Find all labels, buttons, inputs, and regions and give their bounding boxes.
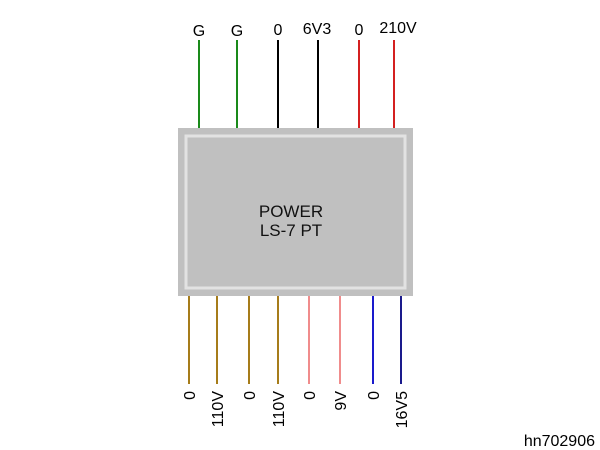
top-leads <box>198 40 395 128</box>
transformer-model: LS-7 PT <box>260 221 322 240</box>
top-lead-label: 210V <box>379 20 417 37</box>
bottom-lead-label: 9V <box>333 391 350 411</box>
bottom-lead-label: 0 <box>182 391 199 400</box>
top-lead-labels: G G 0 6V3 0 210V <box>193 20 417 40</box>
bottom-leads <box>188 296 402 384</box>
bottom-lead-labels: 0 110V 0 110V 0 9V 0 16V5 <box>182 391 411 429</box>
bottom-lead-label: 16V5 <box>394 391 411 428</box>
top-lead-label: 0 <box>274 22 283 39</box>
bottom-lead-label: 0 <box>302 391 319 400</box>
transformer-body <box>178 128 413 296</box>
top-lead-label: G <box>193 23 205 40</box>
drawing-id: hn702906 <box>524 433 595 450</box>
top-lead-label: 0 <box>355 22 364 39</box>
transformer-inner-border <box>184 134 407 290</box>
bottom-lead-label: 0 <box>366 391 383 400</box>
bottom-lead-label: 0 <box>242 391 259 400</box>
transformer-block: POWER LS-7 PT <box>178 128 413 296</box>
top-lead-label: 6V3 <box>303 21 332 38</box>
top-lead-label: G <box>231 23 243 40</box>
bottom-lead-label: 110V <box>210 391 227 428</box>
bottom-lead-label: 110V <box>271 391 288 428</box>
transformer-title: POWER <box>259 202 323 221</box>
